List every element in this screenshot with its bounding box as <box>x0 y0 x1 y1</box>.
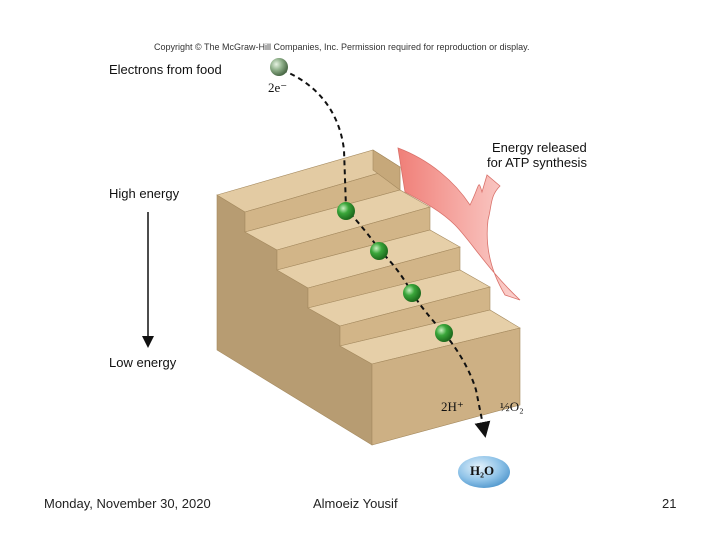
atp-synthesis-label: for ATP synthesis <box>487 155 587 170</box>
electron-ball <box>337 202 355 220</box>
half-oxygen-label: ½O₂ <box>500 399 524 414</box>
electron-ball <box>370 242 388 260</box>
copyright-notice: Copyright © The McGraw-Hill Companies, I… <box>154 42 530 52</box>
low-energy-label: Low energy <box>109 355 177 370</box>
water-oval <box>458 456 510 488</box>
energy-released-label: Energy released <box>492 140 587 155</box>
hydrogen-ions-label: 2H⁺ <box>441 399 464 414</box>
electron-ball <box>435 324 453 342</box>
electron-path <box>281 69 491 438</box>
water-label: H₂O <box>470 463 495 478</box>
high-energy-label: High energy <box>109 186 180 201</box>
electron-ball <box>403 284 421 302</box>
footer-author: Almoeiz Yousif <box>313 496 398 511</box>
page-number: 21 <box>662 496 677 511</box>
two-electrons-label: 2e⁻ <box>268 80 288 95</box>
energy-release-region <box>397 147 521 301</box>
electrons-from-food-label: Electrons from food <box>109 62 222 77</box>
energy-staircase <box>216 149 521 446</box>
electron-source-ball <box>270 58 288 76</box>
footer-date: Monday, November 30, 2020 <box>44 496 211 511</box>
